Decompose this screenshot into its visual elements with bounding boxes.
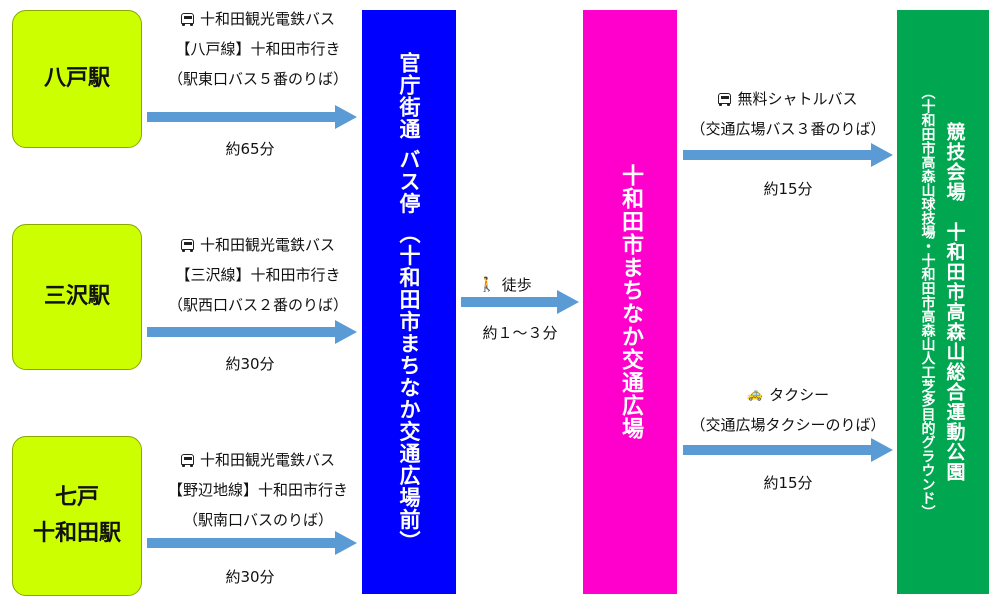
route-line: 【野辺地線】十和田市行き: [167, 481, 348, 499]
walk-label: 徒歩: [501, 276, 532, 294]
station-name-line1: 七戸: [54, 485, 99, 510]
route-company: 十和田観光電鉄バス: [199, 451, 335, 469]
station-name: 八戸駅: [43, 66, 110, 91]
route-line: 【三沢線】十和田市行き: [175, 266, 341, 284]
station-shichinohe-towada: 七戸 十和田駅: [12, 436, 142, 596]
shuttle-info: 無料シャトルバス （交通広場バス３番のりば）: [668, 84, 908, 144]
arrow-walk: [461, 290, 579, 314]
arrow-route-2: [147, 320, 357, 344]
venue-title: 競技会場 十和田市高森山総合運動公園: [943, 122, 966, 482]
hub-box: 十和田市まちなか交通広場: [583, 10, 677, 594]
route-info-shichinohe: 十和田観光電鉄バス 【野辺地線】十和田市行き （駅南口バスのりば）: [138, 445, 378, 535]
route-stop: （駅西口バス２番のりば）: [167, 296, 348, 314]
route-stop: （駅南口バスのりば）: [182, 511, 333, 529]
route-info-hachinohe: 十和田観光電鉄バス 【八戸線】十和田市行き （駅東口バス５番のりば）: [138, 4, 378, 94]
walk-time: 約１～３分: [482, 324, 558, 342]
station-name: 三沢駅: [43, 284, 110, 309]
arrow-shuttle: [683, 143, 893, 167]
travel-time: 約30分: [225, 568, 275, 586]
busstop-box: 官庁街通 バス停 （十和田市まちなか交通広場前）: [362, 10, 456, 594]
taxi-icon: 🚕: [746, 387, 764, 402]
arrow-taxi: [683, 438, 893, 462]
taxi-time: 約15分: [763, 474, 813, 492]
venue-box: 競技会場 十和田市高森山総合運動公園 （十和田市高森山球技場・十和田市高森山人工…: [897, 10, 989, 594]
busstop-label: 官庁街通 バス停 （十和田市まちなか交通広場前）: [397, 51, 421, 553]
route-stop: （駅東口バス５番のりば）: [167, 70, 348, 88]
arrow-route-1: [147, 105, 357, 129]
bus-icon: [180, 238, 194, 252]
bus-icon: [718, 92, 732, 106]
shuttle-stop: （交通広場バス３番のりば）: [690, 120, 886, 138]
shuttle-time: 約15分: [763, 180, 813, 198]
venue-subtitle: （十和田市高森山球技場・十和田市高森山人工芝多目的グラウンド）: [919, 85, 936, 519]
taxi-info: 🚕 タクシー （交通広場タクシーのりば）: [668, 380, 908, 440]
station-hachinohe: 八戸駅: [12, 10, 142, 148]
travel-time: 約65分: [225, 140, 275, 158]
walk-info: 🚶 徒歩: [440, 270, 570, 300]
arrow-route-3: [147, 531, 357, 555]
station-misawa: 三沢駅: [12, 224, 142, 370]
route-line: 【八戸線】十和田市行き: [175, 40, 341, 58]
taxi-stop: （交通広場タクシーのりば）: [690, 416, 886, 434]
travel-time: 約30分: [225, 355, 275, 373]
shuttle-label: 無料シャトルバス: [737, 90, 858, 108]
hub-label: 十和田市まちなか交通広場: [618, 164, 643, 440]
bus-icon: [180, 453, 194, 467]
bus-icon: [180, 12, 194, 26]
station-name-line2: 十和田駅: [32, 521, 121, 546]
route-info-misawa: 十和田観光電鉄バス 【三沢線】十和田市行き （駅西口バス２番のりば）: [138, 230, 378, 320]
walking-person-icon: 🚶: [478, 277, 496, 293]
route-company: 十和田観光電鉄バス: [199, 236, 335, 254]
route-company: 十和田観光電鉄バス: [199, 10, 335, 28]
taxi-label: タクシー: [769, 386, 830, 404]
